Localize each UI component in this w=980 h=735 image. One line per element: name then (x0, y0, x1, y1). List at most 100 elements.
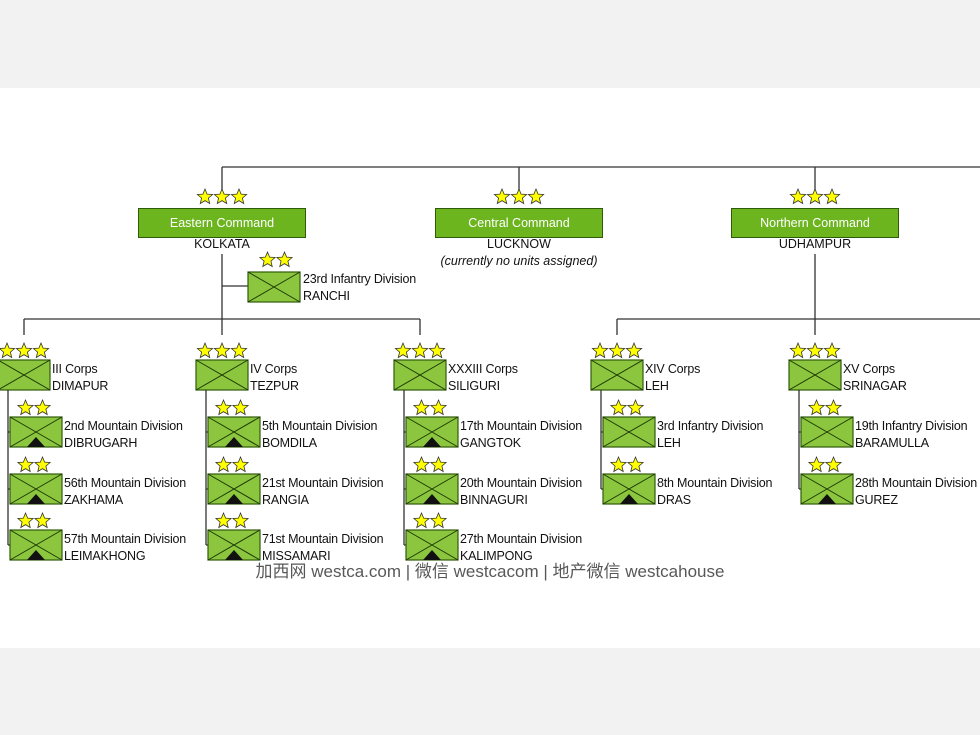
division-name: 21st Mountain Division (262, 476, 384, 490)
mountain-icon (225, 437, 243, 447)
rank-star-icon (510, 187, 528, 205)
mountain-icon (27, 494, 45, 504)
division-name: 2nd Mountain Division (64, 419, 183, 433)
corps-hq: TEZPUR (250, 379, 299, 393)
rank-star-icon (429, 511, 448, 529)
corps-name: IV Corps (250, 362, 298, 376)
rank-star-icon (214, 398, 233, 416)
division-name: 17th Mountain Division (460, 419, 583, 433)
rank-star-icon (412, 455, 431, 473)
mountain-icon (27, 550, 45, 560)
rank-star-icon (258, 250, 277, 268)
unit-cross-line (405, 529, 459, 561)
rank-star-icon (625, 341, 643, 359)
corps-name: XXXIII Corps (448, 362, 518, 376)
rank-star-icon (32, 341, 50, 359)
rank-star-icon (394, 341, 412, 359)
unit-cross-line (800, 473, 854, 505)
division-hq: GANGTOK (460, 436, 521, 450)
rank-star-icon (33, 398, 52, 416)
division-hq: MISSAMARI (262, 549, 331, 563)
rank-star-icon (196, 341, 214, 359)
division-hq: BARAMULLA (855, 436, 929, 450)
rank-star-icon (609, 455, 628, 473)
corps-hq: LEH (645, 379, 669, 393)
rank-star-icon (275, 250, 294, 268)
rank-star-icon (789, 341, 807, 359)
division-name: 8th Mountain Division (657, 476, 773, 490)
mountain-icon (620, 494, 638, 504)
command-box-central: Central Command (435, 208, 603, 238)
division-hq: ZAKHAMA (64, 493, 124, 507)
division-hq: GUREZ (855, 493, 898, 507)
rank-star-icon (807, 398, 826, 416)
mountain-icon (423, 550, 441, 560)
corps-name: III Corps (52, 362, 98, 376)
rank-star-icon (823, 187, 841, 205)
unit-cross-line (602, 473, 656, 505)
unit-cross-line (602, 416, 656, 448)
rank-star-icon (824, 398, 843, 416)
division-hq: LEIMAKHONG (64, 549, 146, 563)
rank-star-icon (15, 341, 33, 359)
unit-cross-line (247, 271, 301, 303)
unit-cross-line (9, 473, 63, 505)
unit-cross-line (9, 416, 63, 448)
division-name: 19th Infantry Division (855, 419, 968, 433)
rank-star-icon (231, 398, 250, 416)
division-name: 57th Mountain Division (64, 532, 187, 546)
corps-hq: SILIGURI (448, 379, 500, 393)
corps-hq: SRINAGAR (843, 379, 907, 393)
unit-cross-line (207, 529, 261, 561)
unit-cross-line (788, 359, 842, 391)
rank-star-icon (412, 398, 431, 416)
unit-cross-line (405, 473, 459, 505)
rank-star-icon (806, 187, 824, 205)
rank-star-icon (429, 398, 448, 416)
org-chart-canvas: Eastern Command KOLKATA Central Command … (0, 88, 980, 648)
division-name: 28th Mountain Division (855, 476, 978, 490)
division-name: 27th Mountain Division (460, 532, 583, 546)
command-box-eastern: Eastern Command (138, 208, 306, 238)
mountain-icon (818, 494, 836, 504)
division-name: 20th Mountain Division (460, 476, 583, 490)
division-hq: KALIMPONG (460, 549, 533, 563)
rank-star-icon (806, 341, 824, 359)
rank-star-icon (789, 187, 807, 205)
watermark: 加西网 westca.com | 微信 westcacom | 地产微信 wes… (255, 562, 725, 581)
rank-star-icon (626, 455, 645, 473)
rank-star-icon (33, 511, 52, 529)
division-name: 5th Mountain Division (262, 419, 378, 433)
rank-star-icon (0, 341, 16, 359)
corps-name: XIV Corps (645, 362, 701, 376)
corps-hq: DIMAPUR (52, 379, 109, 393)
rank-star-icon (428, 341, 446, 359)
unit-cross-line (207, 473, 261, 505)
division-name: 23rd Infantry Division (303, 272, 417, 286)
rank-star-icon (608, 341, 626, 359)
division-hq: BINNAGURI (460, 493, 528, 507)
rank-star-icon (231, 455, 250, 473)
rank-star-icon (412, 511, 431, 529)
mountain-icon (225, 494, 243, 504)
rank-star-icon (16, 398, 35, 416)
rank-star-icon (16, 511, 35, 529)
rank-star-icon (824, 455, 843, 473)
unit-cross-line (590, 359, 644, 391)
command-note-central: (currently no units assigned) (440, 254, 598, 268)
mountain-icon (27, 437, 45, 447)
division-hq: RANGIA (262, 493, 309, 507)
division-hq: RANCHI (303, 289, 350, 303)
command-hq-central: LUCKNOW (487, 237, 551, 251)
division-name: 71st Mountain Division (262, 532, 384, 546)
rank-star-icon (609, 398, 628, 416)
rank-star-icon (196, 187, 214, 205)
rank-star-icon (231, 511, 250, 529)
rank-star-icon (626, 398, 645, 416)
rank-star-icon (16, 455, 35, 473)
rank-star-icon (33, 455, 52, 473)
rank-star-icon (823, 341, 841, 359)
division-name: 56th Mountain Division (64, 476, 187, 490)
rank-star-icon (213, 341, 231, 359)
unit-cross-line (800, 416, 854, 448)
